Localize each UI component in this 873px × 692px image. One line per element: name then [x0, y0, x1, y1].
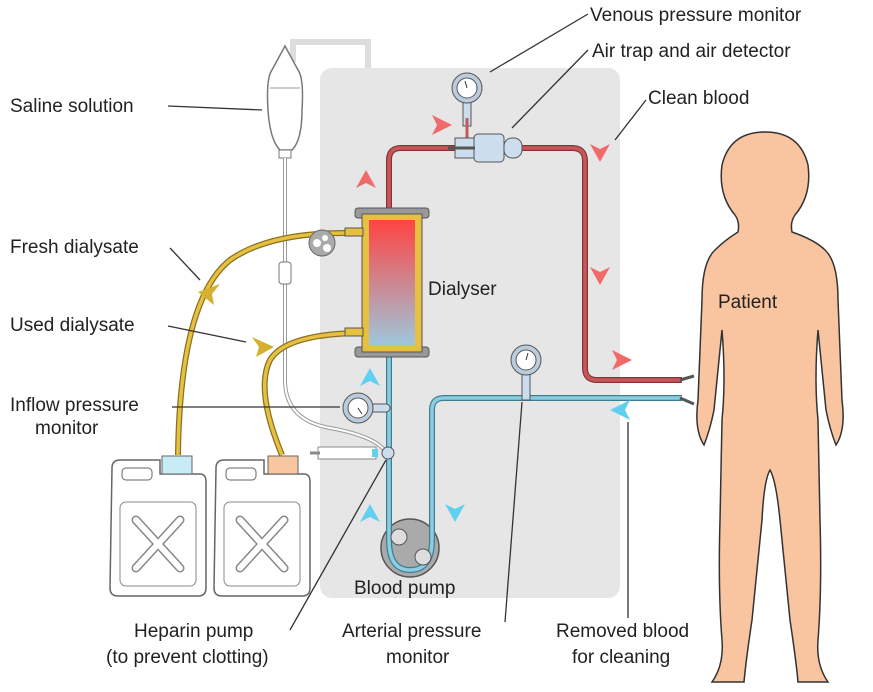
arrow-right-icon: [612, 350, 632, 370]
air-trap: [448, 133, 523, 163]
label-clean-blood: Clean blood: [648, 88, 749, 109]
label-removed-2: for cleaning: [572, 647, 670, 668]
arrow-down-icon: [445, 504, 465, 522]
label-arterial-2: monitor: [386, 647, 450, 668]
blue-flow-arrows: [360, 368, 630, 522]
arrow-down-icon: [590, 267, 610, 285]
leader-lines: [167, 13, 647, 631]
arterial-pressure-gauge: [510, 344, 542, 401]
arrow-left-icon: [198, 284, 220, 305]
label-saline-solution: Saline solution: [10, 96, 134, 117]
heparin-syringe: [310, 446, 395, 460]
label-heparin-1: Heparin pump: [134, 621, 253, 642]
dialysis-machine: [320, 68, 620, 598]
label-blood-pump: Blood pump: [354, 578, 455, 599]
used-dialysate-jug: [213, 455, 311, 597]
label-arterial-1: Arterial pressure: [342, 621, 481, 642]
label-used-dialysate: Used dialysate: [10, 315, 135, 336]
arrow-up-icon: [360, 368, 380, 386]
arrow-left-icon: [610, 400, 630, 420]
label-venous-pressure-monitor: Venous pressure monitor: [590, 5, 802, 26]
arrow-right-icon: [252, 337, 274, 357]
red-flow-arrows: [356, 115, 632, 370]
blood-pump: [380, 518, 440, 578]
arrow-up-icon: [356, 170, 376, 188]
saline-clamp: [278, 261, 292, 285]
patient-silhouette: [696, 131, 844, 683]
label-heparin-2: (to prevent clotting): [106, 647, 269, 668]
label-removed-1: Removed blood: [556, 621, 689, 642]
label-fresh-dialysate: Fresh dialysate: [10, 237, 139, 258]
arrow-right-icon: [432, 115, 452, 135]
label-air-trap: Air trap and air detector: [592, 41, 791, 62]
yellow-flow-arrows: [198, 284, 274, 357]
machine-handle: [290, 39, 371, 70]
dialyser: [344, 207, 430, 358]
dialysate-pump: [308, 229, 336, 257]
venous-pressure-gauge: [451, 72, 483, 146]
inflow-pressure-gauge: [342, 392, 391, 424]
patient-cannulas: [679, 374, 695, 406]
saline-bag: [266, 44, 304, 159]
label-patient: Patient: [718, 292, 778, 313]
arrow-up-icon: [360, 504, 380, 522]
fresh-dialysate-jug: [109, 455, 207, 597]
label-dialyser: Dialyser: [428, 279, 497, 300]
arrow-down-icon: [590, 144, 610, 162]
label-inflow-pressure-2: monitor: [35, 418, 99, 439]
label-inflow-pressure-1: Inflow pressure: [10, 395, 139, 416]
